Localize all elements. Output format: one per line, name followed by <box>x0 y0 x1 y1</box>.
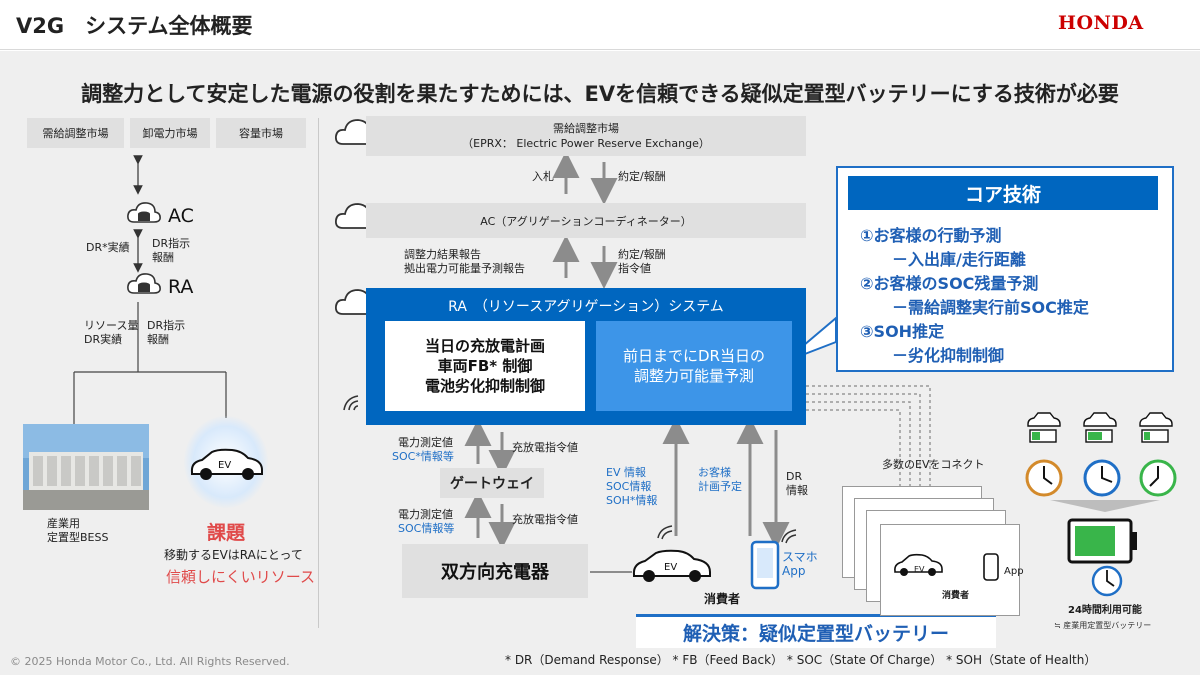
available-24h-label: 24時間利用可能 <box>1068 605 1142 616</box>
core-line-5: ③SOH推定 <box>860 322 945 341</box>
ev-label: EV <box>218 460 232 471</box>
dr-order-label: DR指示報酬 <box>152 237 191 264</box>
gateway-box: ゲートウェイ <box>440 468 544 498</box>
dotted-link-3 <box>806 401 911 514</box>
bess-photo <box>23 424 149 510</box>
dotted-link-2 <box>806 393 921 500</box>
contract2-label: 約定/報酬指令値 <box>618 248 666 275</box>
ev-battery-icon <box>1139 412 1173 443</box>
ra-label: RA <box>168 276 194 298</box>
ra-forecast-box: 前日までにDR当日の調整力可能量予測 <box>596 321 792 411</box>
headline: 調整力として安定した電源の役割を果たすためには、EVを信頼できる疑似定置型バッテ… <box>81 82 1119 106</box>
smartphone-icon <box>983 553 999 581</box>
footnotes: * DR（Demand Response） * FB（Feed Back） * … <box>505 653 1097 667</box>
ev-car-icon <box>894 553 943 576</box>
clock-icon <box>1025 459 1063 497</box>
ev-car-icon <box>632 549 711 582</box>
large-battery-icon <box>1067 518 1137 564</box>
cloud-db-icon <box>127 202 161 223</box>
ac-box: AC（アグリゲーションコーディネーター） <box>366 203 806 238</box>
kadai-line1: 移動するEVはRAにとって <box>164 548 303 562</box>
soc1-label: SOC*情報等 <box>392 450 454 463</box>
wireless-icon <box>781 529 797 544</box>
market-supply-demand: 需給調整市場 <box>27 118 124 148</box>
kadai-line2: 信頼しにくいリソース <box>166 568 315 586</box>
cloud-db-icon <box>127 273 161 294</box>
core-line-3: ②お客様のSOC残量予測 <box>860 274 1039 293</box>
clock-icon <box>1139 459 1177 497</box>
card-app-label: App <box>1004 566 1024 577</box>
smartphone-icon <box>750 540 780 590</box>
charge2-label: 充放電指令値 <box>512 513 578 526</box>
ac-label: AC <box>168 205 194 227</box>
kadai-title: 課題 <box>207 522 246 544</box>
approx-bess-label: ≒ 産業用定置型バッテリー <box>1054 621 1152 630</box>
report-label: 調整力結果報告拠出電力可能量予測報告 <box>404 248 525 275</box>
page-title: V2G システム全体概要 <box>16 14 253 38</box>
contract1-label: 約定/報酬 <box>618 170 666 183</box>
soc2-label: SOC情報等 <box>398 522 455 535</box>
top-bar <box>0 0 1200 50</box>
wireless-icon <box>343 395 359 411</box>
card-consumer-label: 消費者 <box>942 591 970 601</box>
core-line-1: ①お客様の行動予測 <box>860 226 1002 245</box>
core-line-2: －入出庫/走行距離 <box>860 250 1026 269</box>
dr-result-label: DR*実績 <box>86 241 130 254</box>
ev-car-icon <box>190 448 263 480</box>
ra-control-box: 当日の充放電計画車両FB* 制御電池劣化抑制制御 <box>385 321 585 411</box>
market-wholesale: 卸電力市場 <box>130 118 210 148</box>
core-line-4: －需給調整実行前SOC推定 <box>860 298 1089 317</box>
ev-battery-icon <box>1027 412 1061 443</box>
charge1-label: 充放電指令値 <box>512 441 578 454</box>
clock-icon <box>1091 565 1123 597</box>
wireless-icon <box>657 525 673 540</box>
bess-caption: 産業用定置型BESS <box>47 517 109 544</box>
core-tech-title: コア技術 <box>848 176 1158 210</box>
bidirectional-charger-box: 双方向充電器 <box>402 544 588 598</box>
column-divider <box>318 118 319 628</box>
many-ev-label: 多数のEVをコネクト <box>882 458 985 471</box>
ev-battery-icon <box>1083 412 1117 443</box>
card-ev-label: EV <box>914 565 925 574</box>
dr-order2-label: DR指示報酬 <box>147 319 186 346</box>
ev-center-label: EV <box>664 562 678 573</box>
market-capacity: 容量市場 <box>216 118 306 148</box>
copyright: © 2025 Honda Motor Co., Ltd. All Rights … <box>10 655 290 668</box>
bid-label: 入札 <box>532 170 554 183</box>
battery-down-arrow <box>1050 500 1160 512</box>
dotted-link-4 <box>806 409 901 528</box>
core-line-6: －劣化抑制制御 <box>860 346 1005 365</box>
market-box-eprx: 需給調整市場（EPRX： Electric Power Reserve Exch… <box>366 116 806 156</box>
customer-plan-label: お客様計画予定 <box>698 466 742 493</box>
clock-icon <box>1083 459 1121 497</box>
power2-label: 電力測定値 <box>398 508 453 521</box>
consumer-label: 消費者 <box>704 592 741 606</box>
solution-label: 解決策：疑似定置型バッテリー <box>636 614 996 648</box>
power1-label: 電力測定値 <box>398 436 453 449</box>
honda-logo: HONDA <box>1058 12 1144 34</box>
ra-system-title: RA （リソースアグリゲーション）システム <box>448 299 724 315</box>
